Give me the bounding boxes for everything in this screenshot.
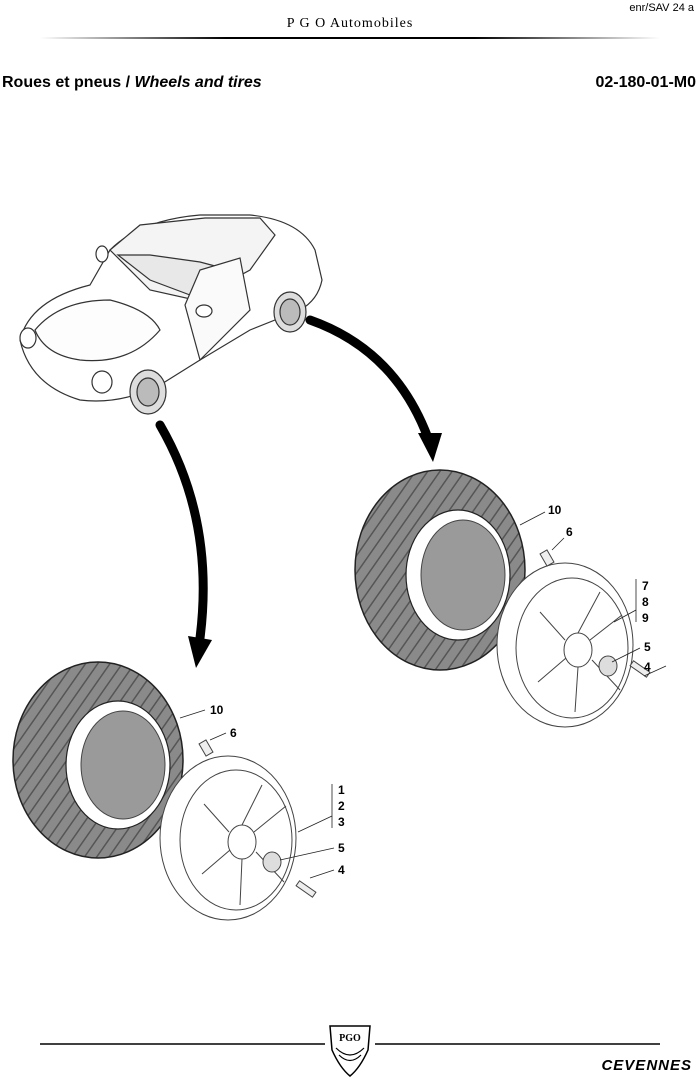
callout-rear-rim-c: 9 (642, 611, 649, 625)
model-name: CEVENNES (601, 1057, 692, 1074)
front-tire (12, 661, 184, 859)
rear-tire (354, 469, 526, 671)
callout-rear-bolt: 4 (644, 660, 651, 674)
rear-leader-lines (519, 511, 667, 677)
rear-valve (539, 549, 555, 567)
arrow-to-rear-wheel (305, 315, 442, 462)
callout-front-rim-b: 2 (338, 799, 345, 813)
callout-front-valve: 6 (230, 726, 237, 740)
section-title: Roues et pneus / Wheels and tires (2, 74, 262, 92)
callout-front-bolt: 4 (338, 863, 345, 877)
callout-rear-rim-b: 8 (642, 595, 649, 609)
callout-rear-valve: 6 (566, 525, 573, 539)
callout-front-rim-c: 3 (338, 815, 345, 829)
section-title-en: Wheels and tires (134, 74, 262, 91)
arrow-to-front-wheel (155, 420, 212, 668)
callout-front-rim-a: 1 (338, 783, 345, 797)
section-title-fr: Roues et pneus / (2, 74, 135, 91)
front-bolt (295, 880, 317, 898)
front-wheel-assembly: 10 6 1 2 3 5 4 (12, 661, 345, 921)
callout-rear-tire: 10 (548, 503, 562, 517)
pgo-logo-text: PGO (339, 1033, 361, 1044)
front-valve (198, 739, 214, 757)
document-number: 02-180-01-M0 (595, 74, 697, 91)
header-rule (40, 37, 660, 39)
company-name: P G O Automobiles (286, 16, 414, 31)
car-illustration (19, 214, 323, 415)
rear-bolt (629, 660, 651, 678)
rear-rim (496, 562, 634, 728)
front-rim (159, 755, 297, 921)
callout-front-tire: 10 (210, 703, 224, 717)
pgo-logo: PGO (329, 1025, 371, 1077)
document-reference: enr/SAV 24 a (629, 2, 694, 14)
callout-rear-cap: 5 (644, 640, 651, 654)
callout-front-cap: 5 (338, 841, 345, 855)
front-center-cap (262, 851, 282, 873)
front-leader-lines (179, 709, 335, 879)
rear-wheel-assembly: 10 6 7 8 9 5 4 (354, 469, 667, 728)
rear-center-cap (598, 655, 618, 677)
callout-rear-rim-a: 7 (642, 579, 649, 593)
